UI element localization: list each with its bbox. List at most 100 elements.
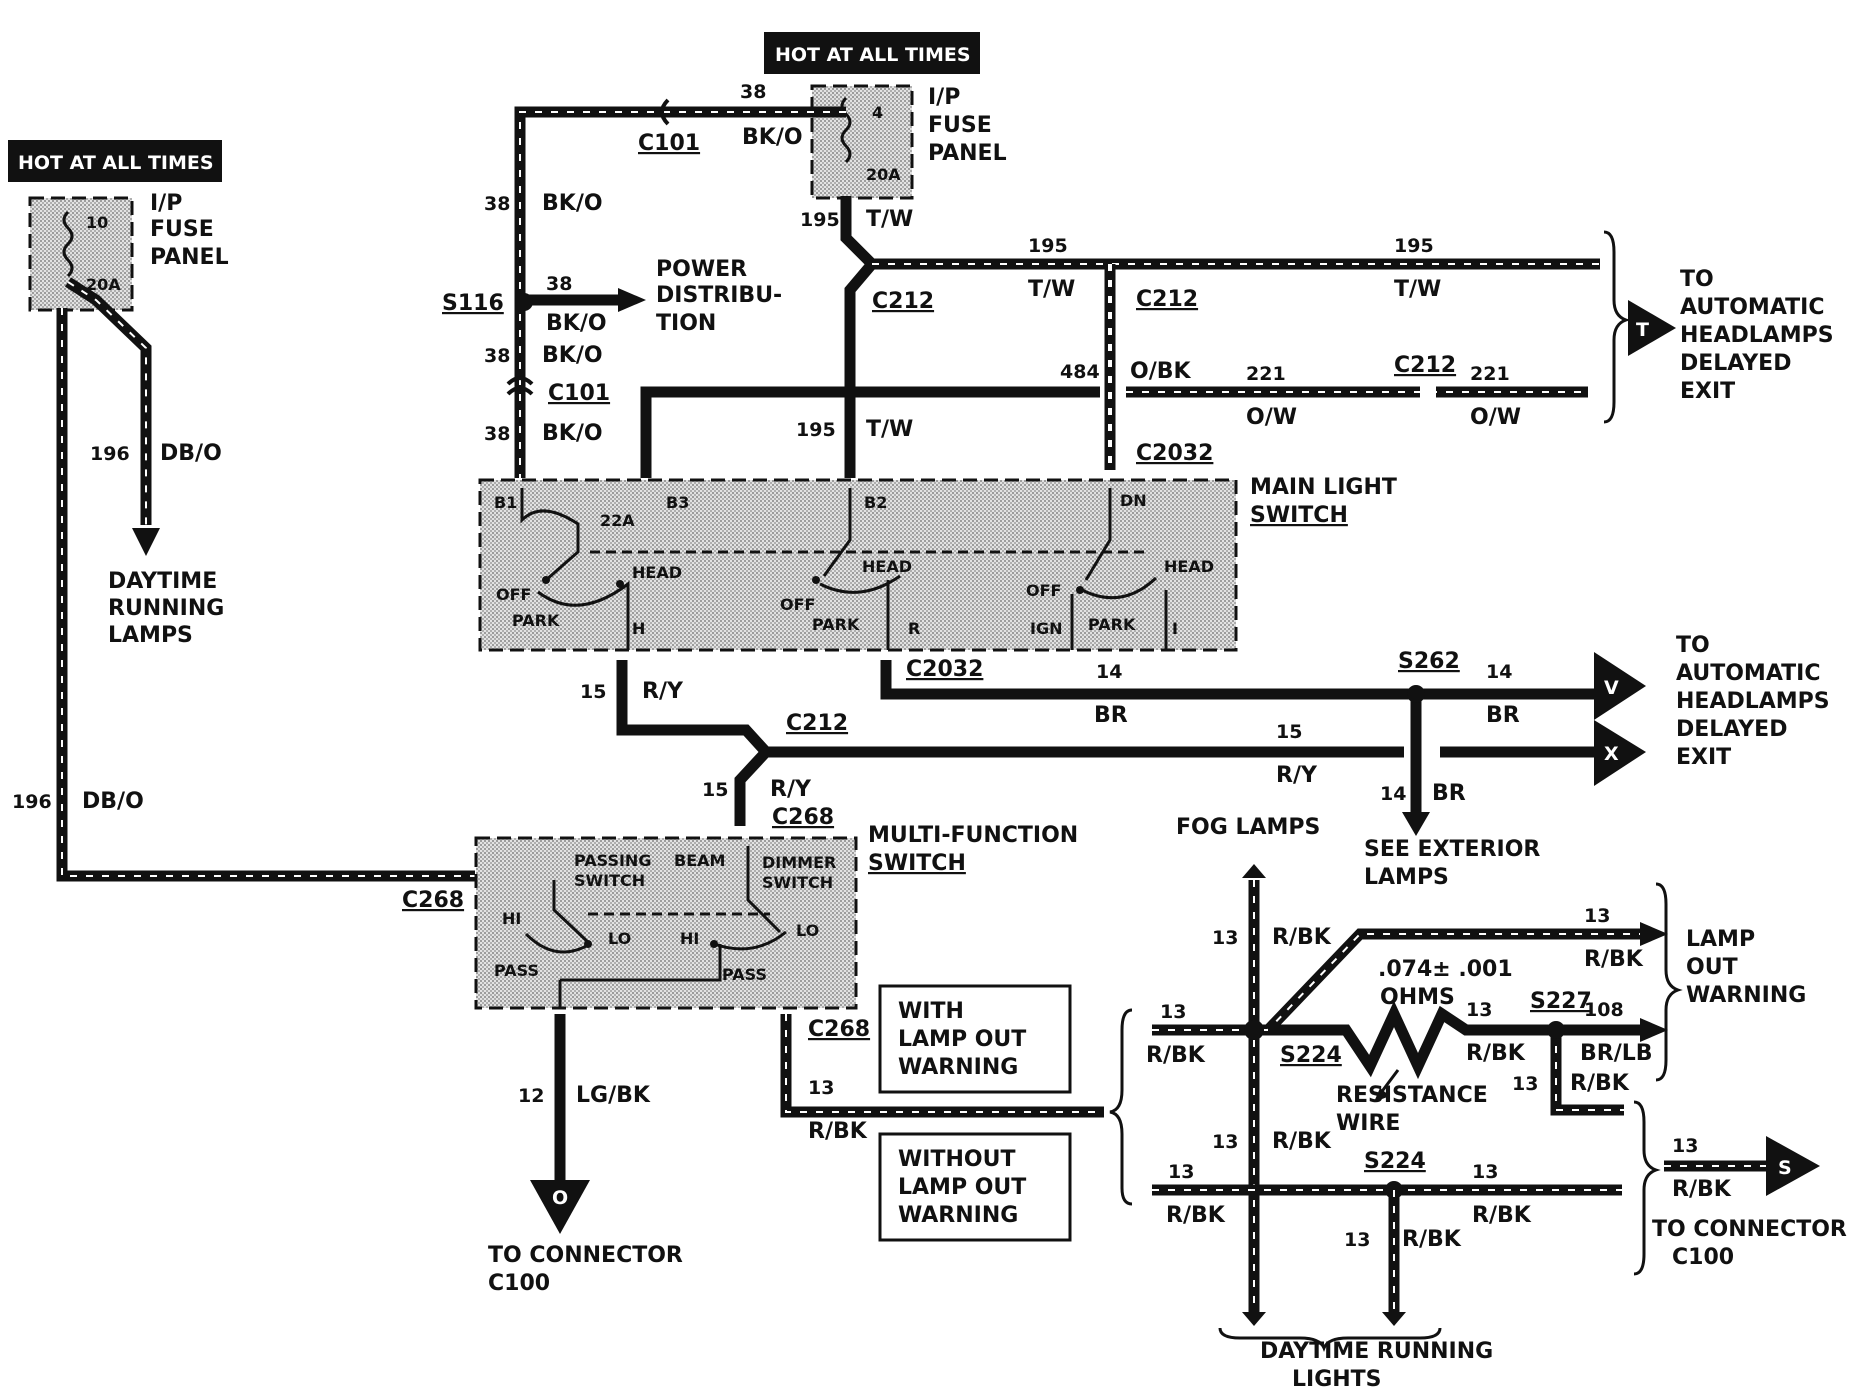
fog-drl-network: 13 R/BK 13 R/BK S224 13 R/BK .074± .001 … xyxy=(1109,864,1668,1326)
svg-text:TION: TION xyxy=(656,311,716,336)
lamp-out-warning-label: LAMP OUT WARNING xyxy=(1655,882,1806,1082)
see-exterior-lamps-label: SEE EXTERIOR LAMPS xyxy=(1364,837,1540,890)
wire-196-to-mfs: 196 DB/O C268 xyxy=(12,308,475,913)
svg-text:13: 13 xyxy=(1168,1161,1194,1183)
svg-text:R/BK: R/BK xyxy=(1272,925,1332,950)
wire-196-drl: 196 DB/O xyxy=(65,277,222,556)
svg-text:FUSE: FUSE xyxy=(150,217,214,242)
svg-text:DAYTIME: DAYTIME xyxy=(108,569,217,594)
svg-text:R: R xyxy=(908,619,920,638)
svg-text:PARK: PARK xyxy=(512,611,560,630)
connector-c212-c: C212 xyxy=(1394,353,1456,378)
connector-c212-b: C212 xyxy=(1136,287,1198,312)
svg-text:PARK: PARK xyxy=(812,615,860,634)
svg-text:LG/BK: LG/BK xyxy=(576,1083,651,1108)
svg-text:WIRE: WIRE xyxy=(1336,1111,1400,1136)
svg-text:MULTI-FUNCTION: MULTI-FUNCTION xyxy=(868,823,1078,848)
svg-text:R/Y: R/Y xyxy=(1276,763,1318,788)
splice-s224-bottom: S224 xyxy=(1364,1149,1426,1174)
svg-text:BR: BR xyxy=(1486,703,1520,728)
svg-text:RESISTANCE: RESISTANCE xyxy=(1336,1083,1488,1108)
svg-text:R/BK: R/BK xyxy=(1272,1129,1332,1154)
svg-text:13: 13 xyxy=(1584,905,1610,927)
svg-text:SWITCH: SWITCH xyxy=(574,871,645,890)
svg-text:BK/O: BK/O xyxy=(546,311,607,336)
fog-lamps-label: FOG LAMPS xyxy=(1176,815,1320,840)
svg-text:TO: TO xyxy=(1676,633,1710,658)
svg-text:195: 195 xyxy=(796,419,836,441)
svg-text:R/BK: R/BK xyxy=(1466,1041,1526,1066)
svg-text:196: 196 xyxy=(90,443,130,465)
resistance-value: .074± .001 xyxy=(1378,957,1513,982)
svg-text:R/BK: R/BK xyxy=(1570,1071,1630,1096)
svg-text:LAMP OUT: LAMP OUT xyxy=(898,1027,1026,1052)
svg-text:C100: C100 xyxy=(488,1271,550,1296)
svg-text:13: 13 xyxy=(1160,1001,1186,1023)
svg-text:38: 38 xyxy=(740,81,766,103)
svg-text:13: 13 xyxy=(1466,999,1492,1021)
svg-text:14: 14 xyxy=(1486,661,1512,683)
wire-12: O 12 LG/BK xyxy=(518,1014,651,1234)
svg-text:DELAYED: DELAYED xyxy=(1676,717,1787,742)
svg-text:14: 14 xyxy=(1096,661,1122,683)
svg-text:20A: 20A xyxy=(866,165,901,184)
svg-text:BK/O: BK/O xyxy=(542,421,603,446)
svg-text:195: 195 xyxy=(800,209,840,231)
svg-text:13: 13 xyxy=(1672,1135,1698,1157)
svg-text:WITHOUT: WITHOUT xyxy=(898,1147,1015,1172)
svg-text:BR/LB: BR/LB xyxy=(1580,1041,1653,1066)
svg-text:TO: TO xyxy=(1680,267,1714,292)
svg-text:SEE EXTERIOR: SEE EXTERIOR xyxy=(1364,837,1540,862)
svg-text:BK/O: BK/O xyxy=(742,125,803,150)
svg-text:R/BK: R/BK xyxy=(808,1119,868,1144)
svg-text:DAYTIME RUNNING: DAYTIME RUNNING xyxy=(1260,1339,1493,1364)
svg-text:195: 195 xyxy=(1028,235,1068,257)
splice-s116: S116 xyxy=(442,291,504,316)
with-lamp-out-warning-box: WITH LAMP OUT WARNING xyxy=(878,984,1072,1094)
connector-c212-d: C212 xyxy=(786,711,848,736)
svg-text:LO: LO xyxy=(608,929,631,948)
svg-text:I/P: I/P xyxy=(928,85,960,110)
svg-text:OFF: OFF xyxy=(780,595,815,614)
svg-text:IGN: IGN xyxy=(1030,619,1062,638)
svg-text:DELAYED: DELAYED xyxy=(1680,351,1791,376)
svg-text:SWITCH: SWITCH xyxy=(762,873,833,892)
svg-text:C100: C100 xyxy=(1672,1245,1734,1270)
svg-text:HI: HI xyxy=(502,909,521,928)
power-distribution-label: POWER DISTRIBU- TION xyxy=(656,257,782,336)
connector-x-icon: X xyxy=(1604,743,1619,765)
to-automatic-headlamps-delayed-exit-t: T TO AUTOMATIC HEADLAMPS DELAYED EXIT xyxy=(1603,230,1834,424)
to-connector-c100-right: S 13 R/BK TO CONNECTOR C100 xyxy=(1633,1100,1847,1276)
wire-15-14: 15 R/Y C212 15 R/Y 15 R/Y C268 C2032 14 … xyxy=(580,649,1600,836)
svg-text:4: 4 xyxy=(872,103,883,122)
svg-text:T/W: T/W xyxy=(1028,277,1075,302)
svg-text:OHMS: OHMS xyxy=(1380,985,1455,1010)
svg-text:B2: B2 xyxy=(864,493,887,512)
svg-text:RUNNING: RUNNING xyxy=(108,596,224,621)
svg-text:15: 15 xyxy=(1276,721,1302,743)
svg-text:HEADLAMPS: HEADLAMPS xyxy=(1680,323,1834,348)
svg-text:O/BK: O/BK xyxy=(1130,359,1192,384)
svg-text:HEADLAMPS: HEADLAMPS xyxy=(1676,689,1830,714)
svg-text:195: 195 xyxy=(1394,235,1434,257)
svg-text:H: H xyxy=(632,619,645,638)
svg-text:38: 38 xyxy=(484,345,510,367)
svg-text:BK/O: BK/O xyxy=(542,343,603,368)
connector-s-icon: S xyxy=(1778,1157,1792,1179)
svg-text:13: 13 xyxy=(1472,1161,1498,1183)
svg-text:SWITCH: SWITCH xyxy=(1250,503,1348,528)
svg-text:I/P: I/P xyxy=(150,191,182,216)
svg-text:12: 12 xyxy=(518,1085,544,1107)
svg-text:PASS: PASS xyxy=(494,961,539,980)
without-lamp-out-warning-box: WITHOUT LAMP OUT WARNING xyxy=(878,1132,1072,1242)
main-light-switch: MAIN LIGHT SWITCH B1 22A B3 B2 DN OFF PA… xyxy=(478,475,1397,652)
svg-text:DB/O: DB/O xyxy=(160,441,222,466)
svg-text:OFF: OFF xyxy=(496,585,531,604)
svg-text:LIGHTS: LIGHTS xyxy=(1292,1367,1382,1392)
splice-s262: S262 xyxy=(1398,649,1460,674)
wire-13-mfs: C268 13 R/BK xyxy=(780,1014,1104,1144)
connector-o-icon: O xyxy=(552,1187,568,1209)
svg-text:DB/O: DB/O xyxy=(82,789,144,814)
svg-text:EXIT: EXIT xyxy=(1680,379,1735,404)
